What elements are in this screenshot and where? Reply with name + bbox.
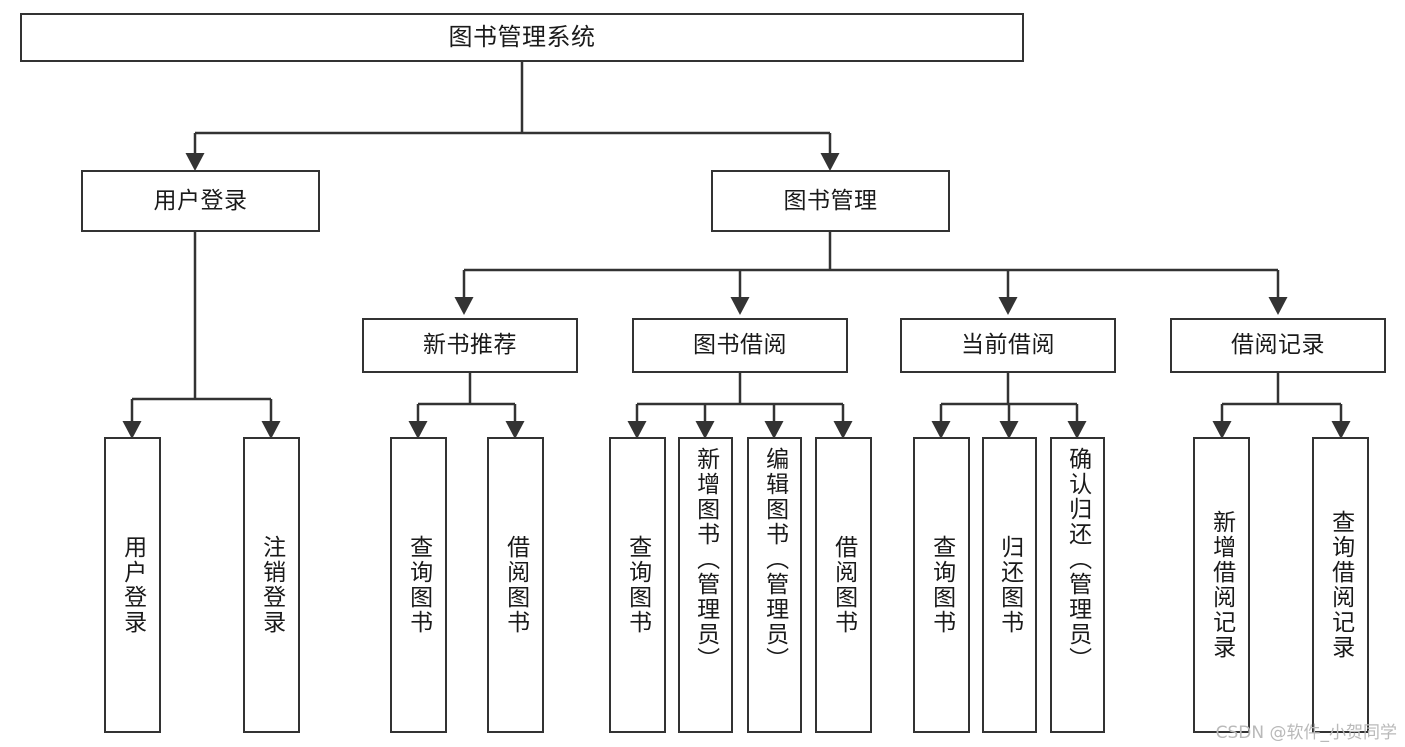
leaf-record-add-record[interactable]: 新增借阅记录 [1193,437,1250,733]
node-label: 当前借阅 [961,332,1055,359]
node-label: 新增图书（管理员） [692,447,719,672]
node-label: 注销登录 [258,535,285,635]
leaf-user-login-login[interactable]: 用户登录 [104,437,161,733]
node-label: 用户登录 [119,535,146,635]
node-root-system[interactable]: 图书管理系统 [20,13,1024,62]
node-label: 图书管理系统 [448,22,596,51]
node-label: 借阅记录 [1231,332,1325,359]
node-label: 图书借阅 [693,332,787,359]
node-current-borrow[interactable]: 当前借阅 [900,318,1116,373]
node-label: 用户登录 [153,187,248,214]
leaf-record-query-record[interactable]: 查询借阅记录 [1312,437,1369,733]
leaf-borrow-borrow-book[interactable]: 借阅图书 [815,437,872,733]
node-label: 编辑图书（管理员） [761,447,788,672]
node-book-borrow[interactable]: 图书借阅 [632,318,848,373]
leaf-borrow-add-book-admin[interactable]: 新增图书（管理员） [678,437,733,733]
node-label: 新书推荐 [423,332,517,359]
node-borrow-record[interactable]: 借阅记录 [1170,318,1386,373]
node-label: 查询图书 [405,535,432,635]
node-label: 新增借阅记录 [1208,510,1235,660]
leaf-user-login-logout[interactable]: 注销登录 [243,437,300,733]
leaf-current-confirm-return-admin[interactable]: 确认归还（管理员） [1050,437,1105,733]
node-book-management[interactable]: 图书管理 [711,170,950,232]
leaf-current-query-book[interactable]: 查询图书 [913,437,970,733]
node-label: 借阅图书 [502,535,529,635]
node-label: 确认归还（管理员） [1064,447,1091,672]
watermark: CSDN @软件_小贺同学 [1215,723,1397,743]
leaf-new-book-query[interactable]: 查询图书 [390,437,447,733]
leaf-new-book-borrow[interactable]: 借阅图书 [487,437,544,733]
leaf-current-return-book[interactable]: 归还图书 [982,437,1037,733]
leaf-borrow-query-book[interactable]: 查询图书 [609,437,666,733]
node-label: 借阅图书 [830,535,857,635]
leaf-borrow-edit-book-admin[interactable]: 编辑图书（管理员） [747,437,802,733]
node-label: 归还图书 [996,535,1023,635]
node-label: 查询借阅记录 [1327,510,1354,660]
node-label: 查询图书 [928,535,955,635]
node-user-login[interactable]: 用户登录 [81,170,320,232]
node-new-book-recommend[interactable]: 新书推荐 [362,318,578,373]
node-label: 图书管理 [783,187,878,214]
node-label: 查询图书 [624,535,651,635]
